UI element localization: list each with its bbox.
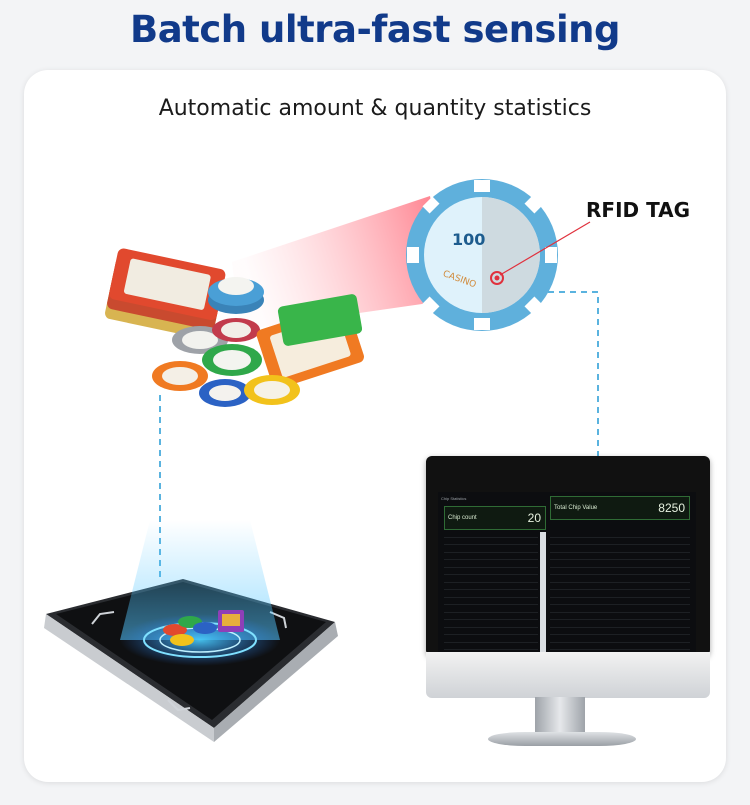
chip-count-label: Chip count xyxy=(448,515,477,521)
table-row xyxy=(444,583,538,590)
table-row xyxy=(550,538,690,545)
table-row xyxy=(550,575,690,583)
monitor-chin xyxy=(426,652,710,698)
table-row xyxy=(550,530,690,538)
screen-title: Chip Statistics xyxy=(441,496,467,501)
chip-table-left xyxy=(444,530,538,652)
table-row xyxy=(444,538,538,545)
table-row xyxy=(444,635,538,643)
total-value: 8250 xyxy=(658,501,685,515)
table-row xyxy=(550,553,690,560)
table-row xyxy=(444,613,538,620)
table-row xyxy=(444,590,538,598)
table-row xyxy=(444,643,538,650)
table-row xyxy=(550,650,690,652)
svg-text:100: 100 xyxy=(452,230,485,249)
table-row xyxy=(550,568,690,575)
table-row xyxy=(444,598,538,605)
table-row xyxy=(550,598,690,605)
rfid-chip-closeup: 100 CASINO xyxy=(406,179,558,331)
table-row xyxy=(444,605,538,613)
table-row xyxy=(550,635,690,643)
table-row xyxy=(550,620,690,628)
table-row xyxy=(444,628,538,635)
table-row xyxy=(550,613,690,620)
table-row xyxy=(444,553,538,560)
table-row xyxy=(444,530,538,538)
monitor-stand-foot xyxy=(488,732,636,746)
table-row xyxy=(550,605,690,613)
total-value-panel: Total Chip Value 8250 xyxy=(550,496,690,520)
subtitle: Automatic amount & quantity statistics xyxy=(158,96,592,121)
page-title: Batch ultra-fast sensing xyxy=(130,8,620,51)
table-row xyxy=(444,620,538,628)
table-row xyxy=(444,560,538,568)
rfid-tag-label: RFID TAG xyxy=(586,198,691,222)
table-row xyxy=(444,650,538,652)
table-row xyxy=(550,560,690,568)
table-row xyxy=(550,643,690,650)
table-row xyxy=(444,568,538,575)
chip-table-right xyxy=(550,530,690,652)
chip-pile xyxy=(105,248,364,407)
chip-count-value: 20 xyxy=(527,511,541,525)
table-row xyxy=(550,583,690,590)
table-row xyxy=(550,590,690,598)
table-row xyxy=(550,628,690,635)
scan-beam xyxy=(232,196,450,330)
table-row xyxy=(550,545,690,553)
chip-count-panel: Chip count 20 xyxy=(444,506,546,530)
rfid-chip-dot-icon xyxy=(490,271,504,285)
monitor-stand-neck xyxy=(535,697,585,735)
table-row xyxy=(444,575,538,583)
total-value-label: Total Chip Value xyxy=(554,505,598,511)
screen-scrollbar xyxy=(540,532,546,652)
table-row xyxy=(444,545,538,553)
rfid-reader-pad xyxy=(44,520,338,742)
rfid-pointer-line xyxy=(499,221,591,276)
monitor-screen: Chip Statistics Chip count 20 Total Chip… xyxy=(438,492,696,652)
